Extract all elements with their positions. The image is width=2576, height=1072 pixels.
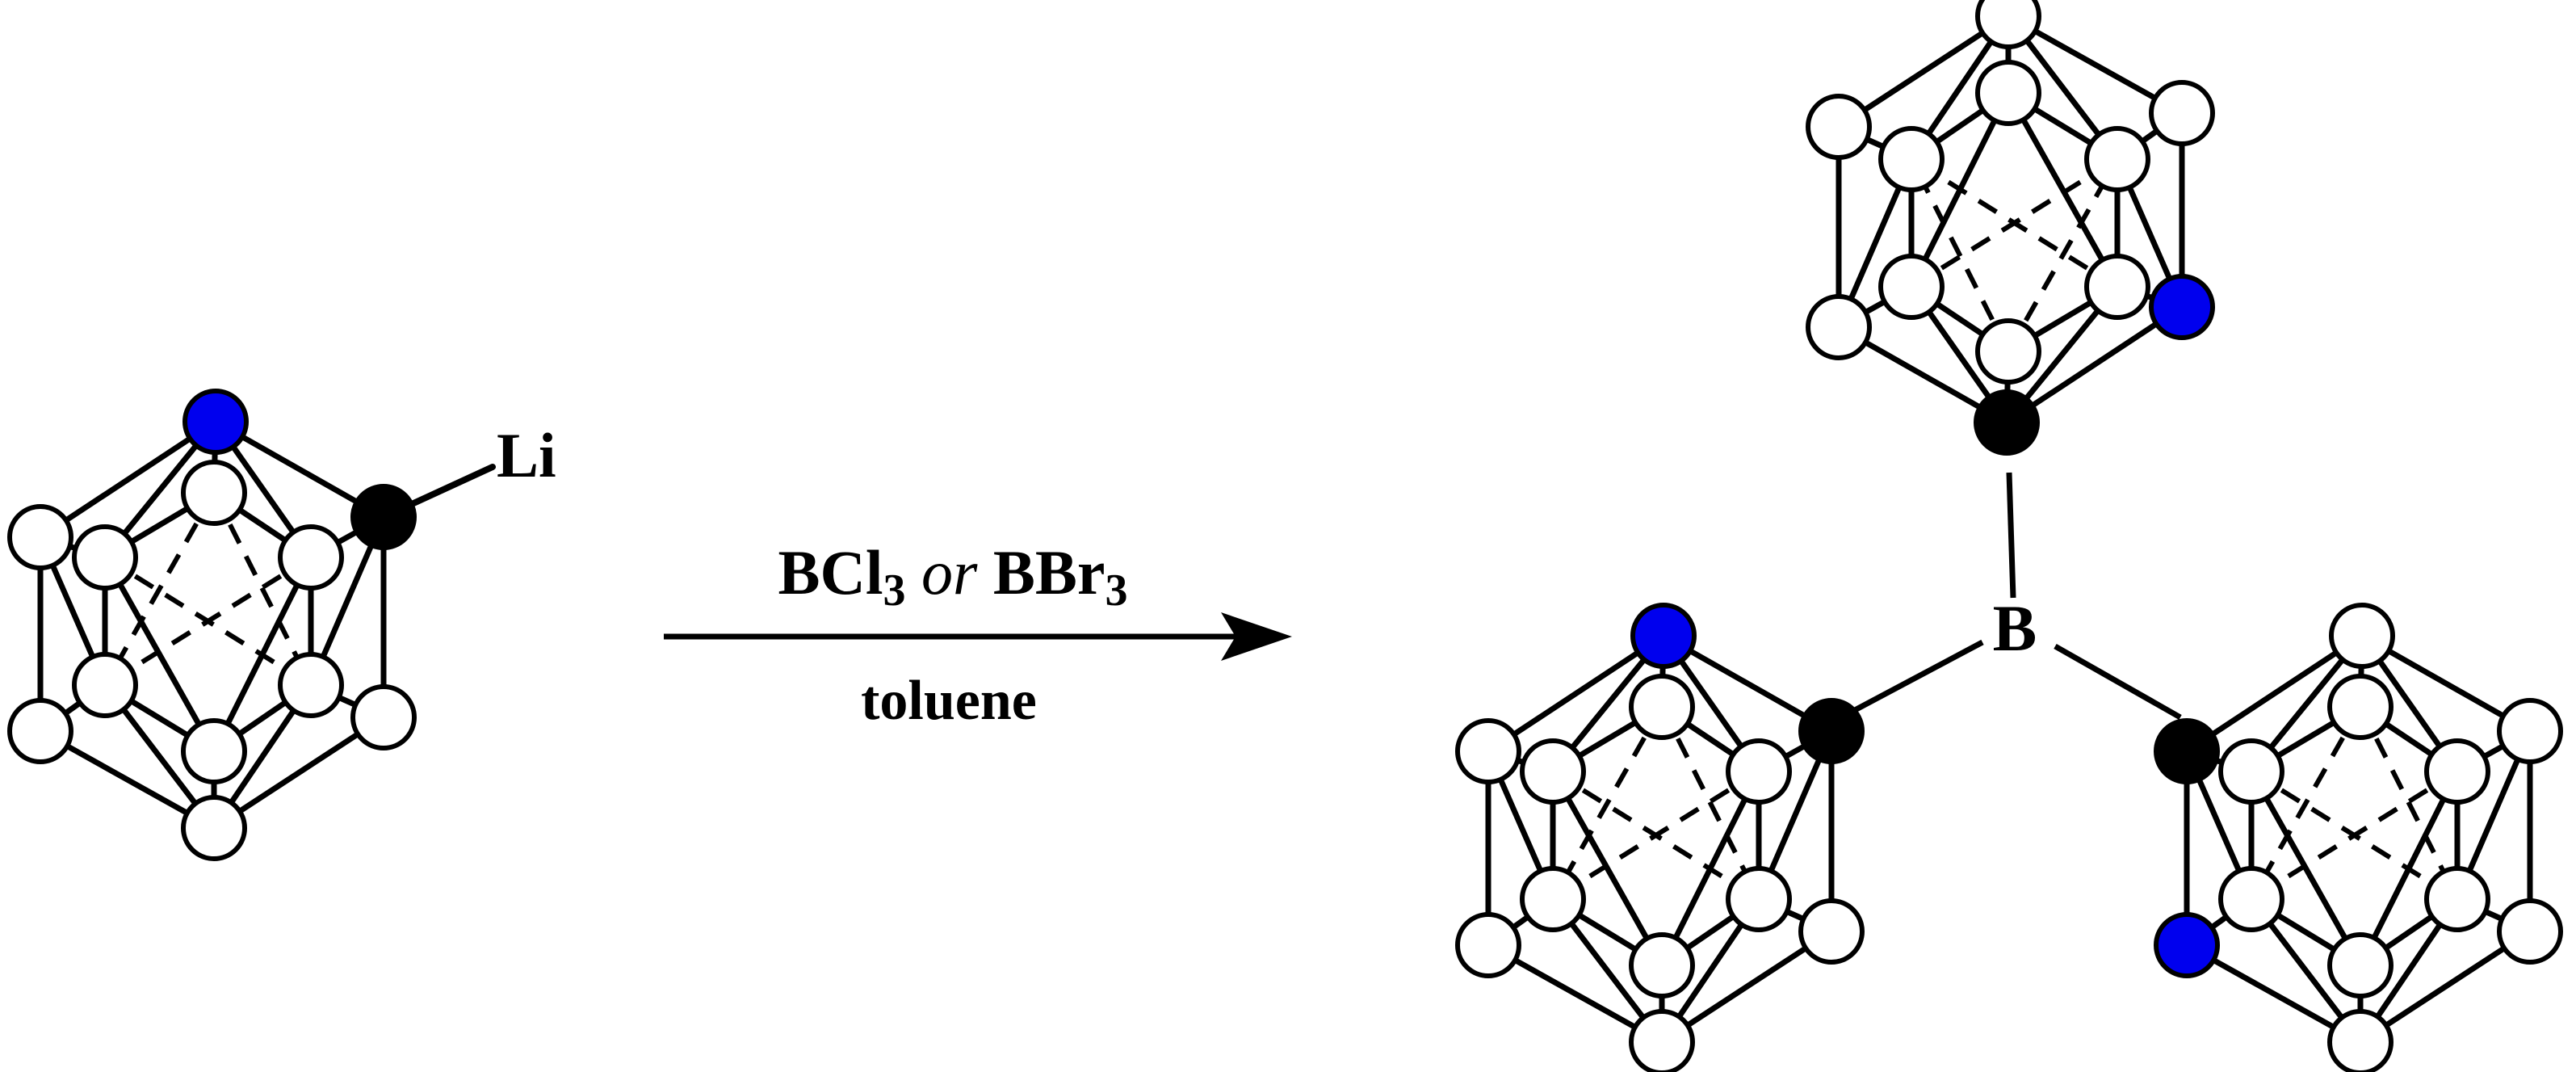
boron-vertex [1726,738,1792,805]
cage-bond [2357,928,2533,1045]
boron-vertex [181,460,247,526]
boron-vertex [1975,318,2041,385]
cage-bond [2005,13,2185,116]
product-carborane-right [2154,603,2563,1072]
boron-label: B [1993,591,2037,665]
boron-vertex [2424,866,2490,932]
cage-back-bond [103,555,313,687]
boron-vertex [7,504,73,570]
solvent-label: toluene [861,670,1037,732]
li-label: Li [497,420,556,490]
boron-vertex [2149,80,2215,146]
product-carborane-left [1455,603,1865,1072]
boron-vertex [2327,1009,2393,1072]
boron-vertex [181,795,247,861]
cage-bond [1550,768,1665,969]
cage-back-bond [1909,158,2011,353]
cage-bond [2005,90,2121,290]
boron-vertex [2497,898,2563,965]
cage-back-bond [1550,705,1664,901]
boron-vertex [1629,1009,1695,1072]
cage-bond [2248,768,2364,969]
cage-bond [2003,304,2185,426]
cage-back-bond [1910,157,2119,289]
boron-vertex [1975,60,2041,126]
carbon-vertex-blue [183,389,249,455]
boron-vertex [2218,738,2284,805]
cage-back-bond [212,491,313,687]
boron-vertex [1455,718,1521,784]
boron-vertex [72,524,138,591]
boron-center: B [1840,472,2182,721]
boron-vertex [1726,866,1792,932]
li-bond [380,464,496,520]
boron-vertex [2329,603,2395,669]
carbon-vertex-black [2154,718,2220,784]
cage-bond [2184,633,2365,755]
cage-bond [1836,13,2012,130]
cage-back-bond [103,491,216,687]
boron-vertex [7,698,73,764]
carbon-vertex-blue [2154,912,2220,978]
b-bond-left [1840,639,1984,721]
reagent-label: BCl3 or BBr3 [778,537,1127,616]
cage-back-bond [1659,705,1761,901]
carbon-vertex-blue [1630,603,1697,669]
boron-vertex [1629,932,1695,998]
boron-vertex [1975,0,2041,49]
boron-vertex [278,524,344,591]
cage-bond [1485,942,1665,1045]
boron-vertex [278,652,344,718]
cage-bond [1485,633,1667,755]
b-bond-right [2054,643,2182,721]
carbon-vertex-black [1974,389,2040,456]
boron-vertex [1878,126,1945,192]
boron-vertex [2327,674,2393,740]
reaction-arrow: BCl3 or BBr3 toluene [664,537,1292,732]
boron-vertex [2424,738,2490,805]
boron-vertex [1629,674,1695,740]
boron-vertex [2497,698,2563,764]
cage-bond [37,728,217,831]
cage-bond [2184,942,2364,1045]
boron-vertex [2084,126,2150,192]
boron-vertex [181,718,247,784]
lithio-carborane-reactant [7,389,417,861]
boron-vertex [1520,866,1586,932]
b-bond-top [2006,472,2016,599]
boron-vertex [1520,738,1586,805]
cage-back-bond [1551,769,1760,902]
boron-vertex [1798,898,1865,965]
boron-vertex [72,652,138,718]
cage-back-bond [2006,158,2120,353]
cage-bond [37,418,219,540]
boron-vertex [1878,254,1945,320]
boron-vertex [2084,254,2150,320]
cage-bond [102,554,217,755]
boron-vertex [2327,932,2393,998]
boron-vertex [1806,94,1872,160]
boron-vertex [350,684,417,750]
product-carborane-top [1806,0,2215,456]
arrow-head-icon [1221,612,1292,661]
cage-back-bond [2249,705,2363,901]
cage-bond [211,714,387,831]
cage-back-bond [2250,769,2459,902]
carbon-vertex-blue [2149,274,2215,340]
cage-back-bond [2358,705,2460,901]
cage-bond [1659,928,1835,1045]
boron-vertex [2218,866,2284,932]
boron-vertex [1455,912,1521,978]
boron-vertex [1806,294,1872,360]
